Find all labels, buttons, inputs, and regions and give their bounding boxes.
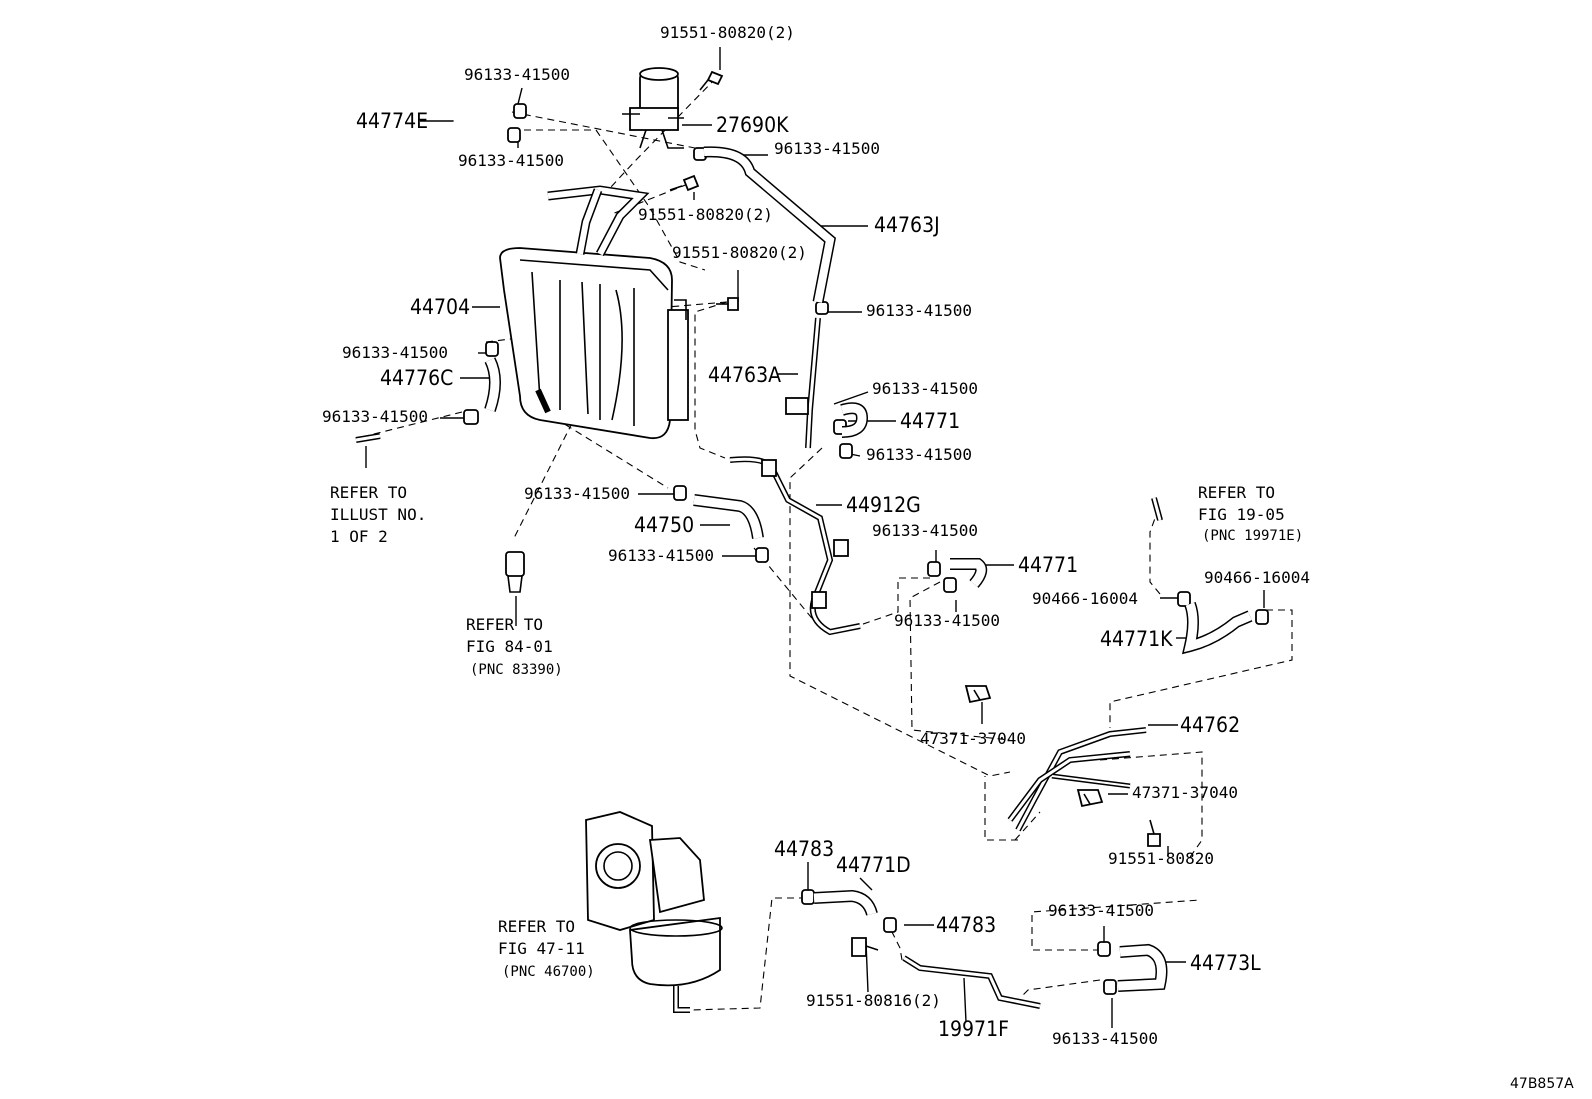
hose-44771D bbox=[813, 889, 878, 916]
refer-fig4711-line3: (PNC 46700) bbox=[502, 964, 595, 980]
label-96133-e: 96133-41500 bbox=[342, 343, 448, 362]
label-44771-b: 44771 bbox=[1018, 553, 1078, 577]
label-91551-80820-top: 91551-80820(2) bbox=[660, 23, 795, 42]
label-96133-c: 96133-41500 bbox=[774, 139, 880, 158]
label-44774E: 44774E bbox=[356, 109, 428, 133]
label-44776C: 44776C bbox=[380, 366, 453, 390]
label-44783-b: 44783 bbox=[936, 913, 996, 937]
refer-fig1905-line3: (PNC 19971E) bbox=[1202, 528, 1303, 544]
refer-illust-line2: ILLUST NO. bbox=[330, 505, 426, 524]
vsv-valve-27690K bbox=[622, 67, 684, 149]
pipe-44763A bbox=[785, 317, 821, 449]
label-44912G: 44912G bbox=[846, 493, 921, 517]
label-91551-80820-low: 91551-80820(2) bbox=[672, 243, 807, 262]
label-90466-b: 90466-16004 bbox=[1204, 568, 1310, 587]
label-96133-n: 96133-41500 bbox=[1052, 1029, 1158, 1048]
clip-47371-b bbox=[1076, 789, 1104, 808]
label-96133-m: 96133-41500 bbox=[1048, 901, 1154, 920]
label-96133-i: 96133-41500 bbox=[524, 484, 630, 503]
refer-fig1905-line2: FIG 19-05 bbox=[1198, 505, 1285, 524]
label-91551-80820-right: 91551-80820 bbox=[1108, 849, 1214, 868]
pipe-19971F bbox=[902, 955, 1041, 1009]
refer-fig8401-line3: (PNC 83390) bbox=[470, 662, 563, 678]
refer-fig8401-line2: FIG 84-01 bbox=[466, 637, 553, 656]
label-96133-k: 96133-41500 bbox=[872, 521, 978, 540]
refer-fig4711-line1: REFER TO bbox=[498, 917, 575, 936]
label-44762: 44762 bbox=[1180, 713, 1240, 737]
hose-44771K bbox=[1181, 601, 1253, 655]
refer-fig8401-line1: REFER TO bbox=[466, 615, 543, 634]
label-90466-a: 90466-16004 bbox=[1032, 589, 1138, 608]
label-27690K: 27690K bbox=[716, 113, 789, 137]
pipe-refer-fig1905 bbox=[1151, 497, 1163, 521]
refer-fig1905-line1: REFER TO bbox=[1198, 483, 1275, 502]
clip-47371-a bbox=[964, 685, 992, 704]
bolt-91551-80816 bbox=[851, 937, 879, 957]
refer-illust-line1: REFER TO bbox=[330, 483, 407, 502]
pipe-44912G bbox=[729, 456, 861, 636]
bolt-91551-top bbox=[699, 70, 724, 91]
label-44771-a: 44771 bbox=[900, 409, 960, 433]
label-91551-80816: 91551-80816(2) bbox=[806, 991, 941, 1010]
throttle-body-refer-fig4711 bbox=[585, 811, 723, 1013]
hose-44773L bbox=[1117, 943, 1168, 992]
canister-44704 bbox=[499, 185, 689, 440]
label-91551-80820-mid: 91551-80820(2) bbox=[638, 205, 773, 224]
label-44763J: 44763J bbox=[874, 213, 940, 237]
refer-fig4711-line2: FIG 47-11 bbox=[498, 939, 585, 958]
figure-code: 47B857A bbox=[1510, 1076, 1574, 1092]
refer-illust-line3: 1 OF 2 bbox=[330, 527, 388, 546]
hose-44763J bbox=[703, 146, 837, 304]
hose-44776C bbox=[484, 357, 501, 412]
label-44773L: 44773L bbox=[1190, 951, 1261, 975]
label-96133-h: 96133-41500 bbox=[866, 445, 972, 464]
label-47371-a: 47371-37040 bbox=[920, 729, 1026, 748]
label-96133-g: 96133-41500 bbox=[872, 379, 978, 398]
label-44771K: 44771K bbox=[1100, 627, 1173, 651]
label-44771D: 44771D bbox=[836, 853, 911, 877]
hose-44750 bbox=[693, 494, 764, 539]
label-44763A: 44763A bbox=[708, 363, 781, 387]
leader-lines bbox=[420, 47, 1265, 1028]
label-96133-b: 96133-41500 bbox=[458, 151, 564, 170]
label-96133-d: 96133-41500 bbox=[866, 301, 972, 320]
part-labels: 91551-80820(2) 96133-41500 44774E 27690K… bbox=[322, 23, 1310, 1048]
label-96133-j: 96133-41500 bbox=[608, 546, 714, 565]
bolts-canister bbox=[669, 174, 1161, 847]
clamps-top bbox=[463, 103, 1269, 995]
label-44750: 44750 bbox=[634, 513, 694, 537]
label-96133-f: 96133-41500 bbox=[322, 407, 428, 426]
hose-44771-upper bbox=[840, 402, 869, 438]
label-19971F: 19971F bbox=[938, 1017, 1009, 1041]
label-44704: 44704 bbox=[410, 295, 470, 319]
pipe-assembly-44762 bbox=[1007, 727, 1147, 832]
hose-44774E bbox=[453, 105, 508, 143]
label-96133-a: 96133-41500 bbox=[464, 65, 570, 84]
sensor-refer-fig8401 bbox=[505, 551, 525, 626]
label-96133-l: 96133-41500 bbox=[894, 611, 1000, 630]
label-44783-a: 44783 bbox=[774, 837, 834, 861]
pipe-refer-illust bbox=[355, 433, 381, 468]
refer-notes: REFER TO ILLUST NO. 1 OF 2 REFER TO FIG … bbox=[330, 483, 1303, 980]
hose-44771-mid bbox=[950, 558, 988, 588]
label-47371-b: 47371-37040 bbox=[1132, 783, 1238, 802]
